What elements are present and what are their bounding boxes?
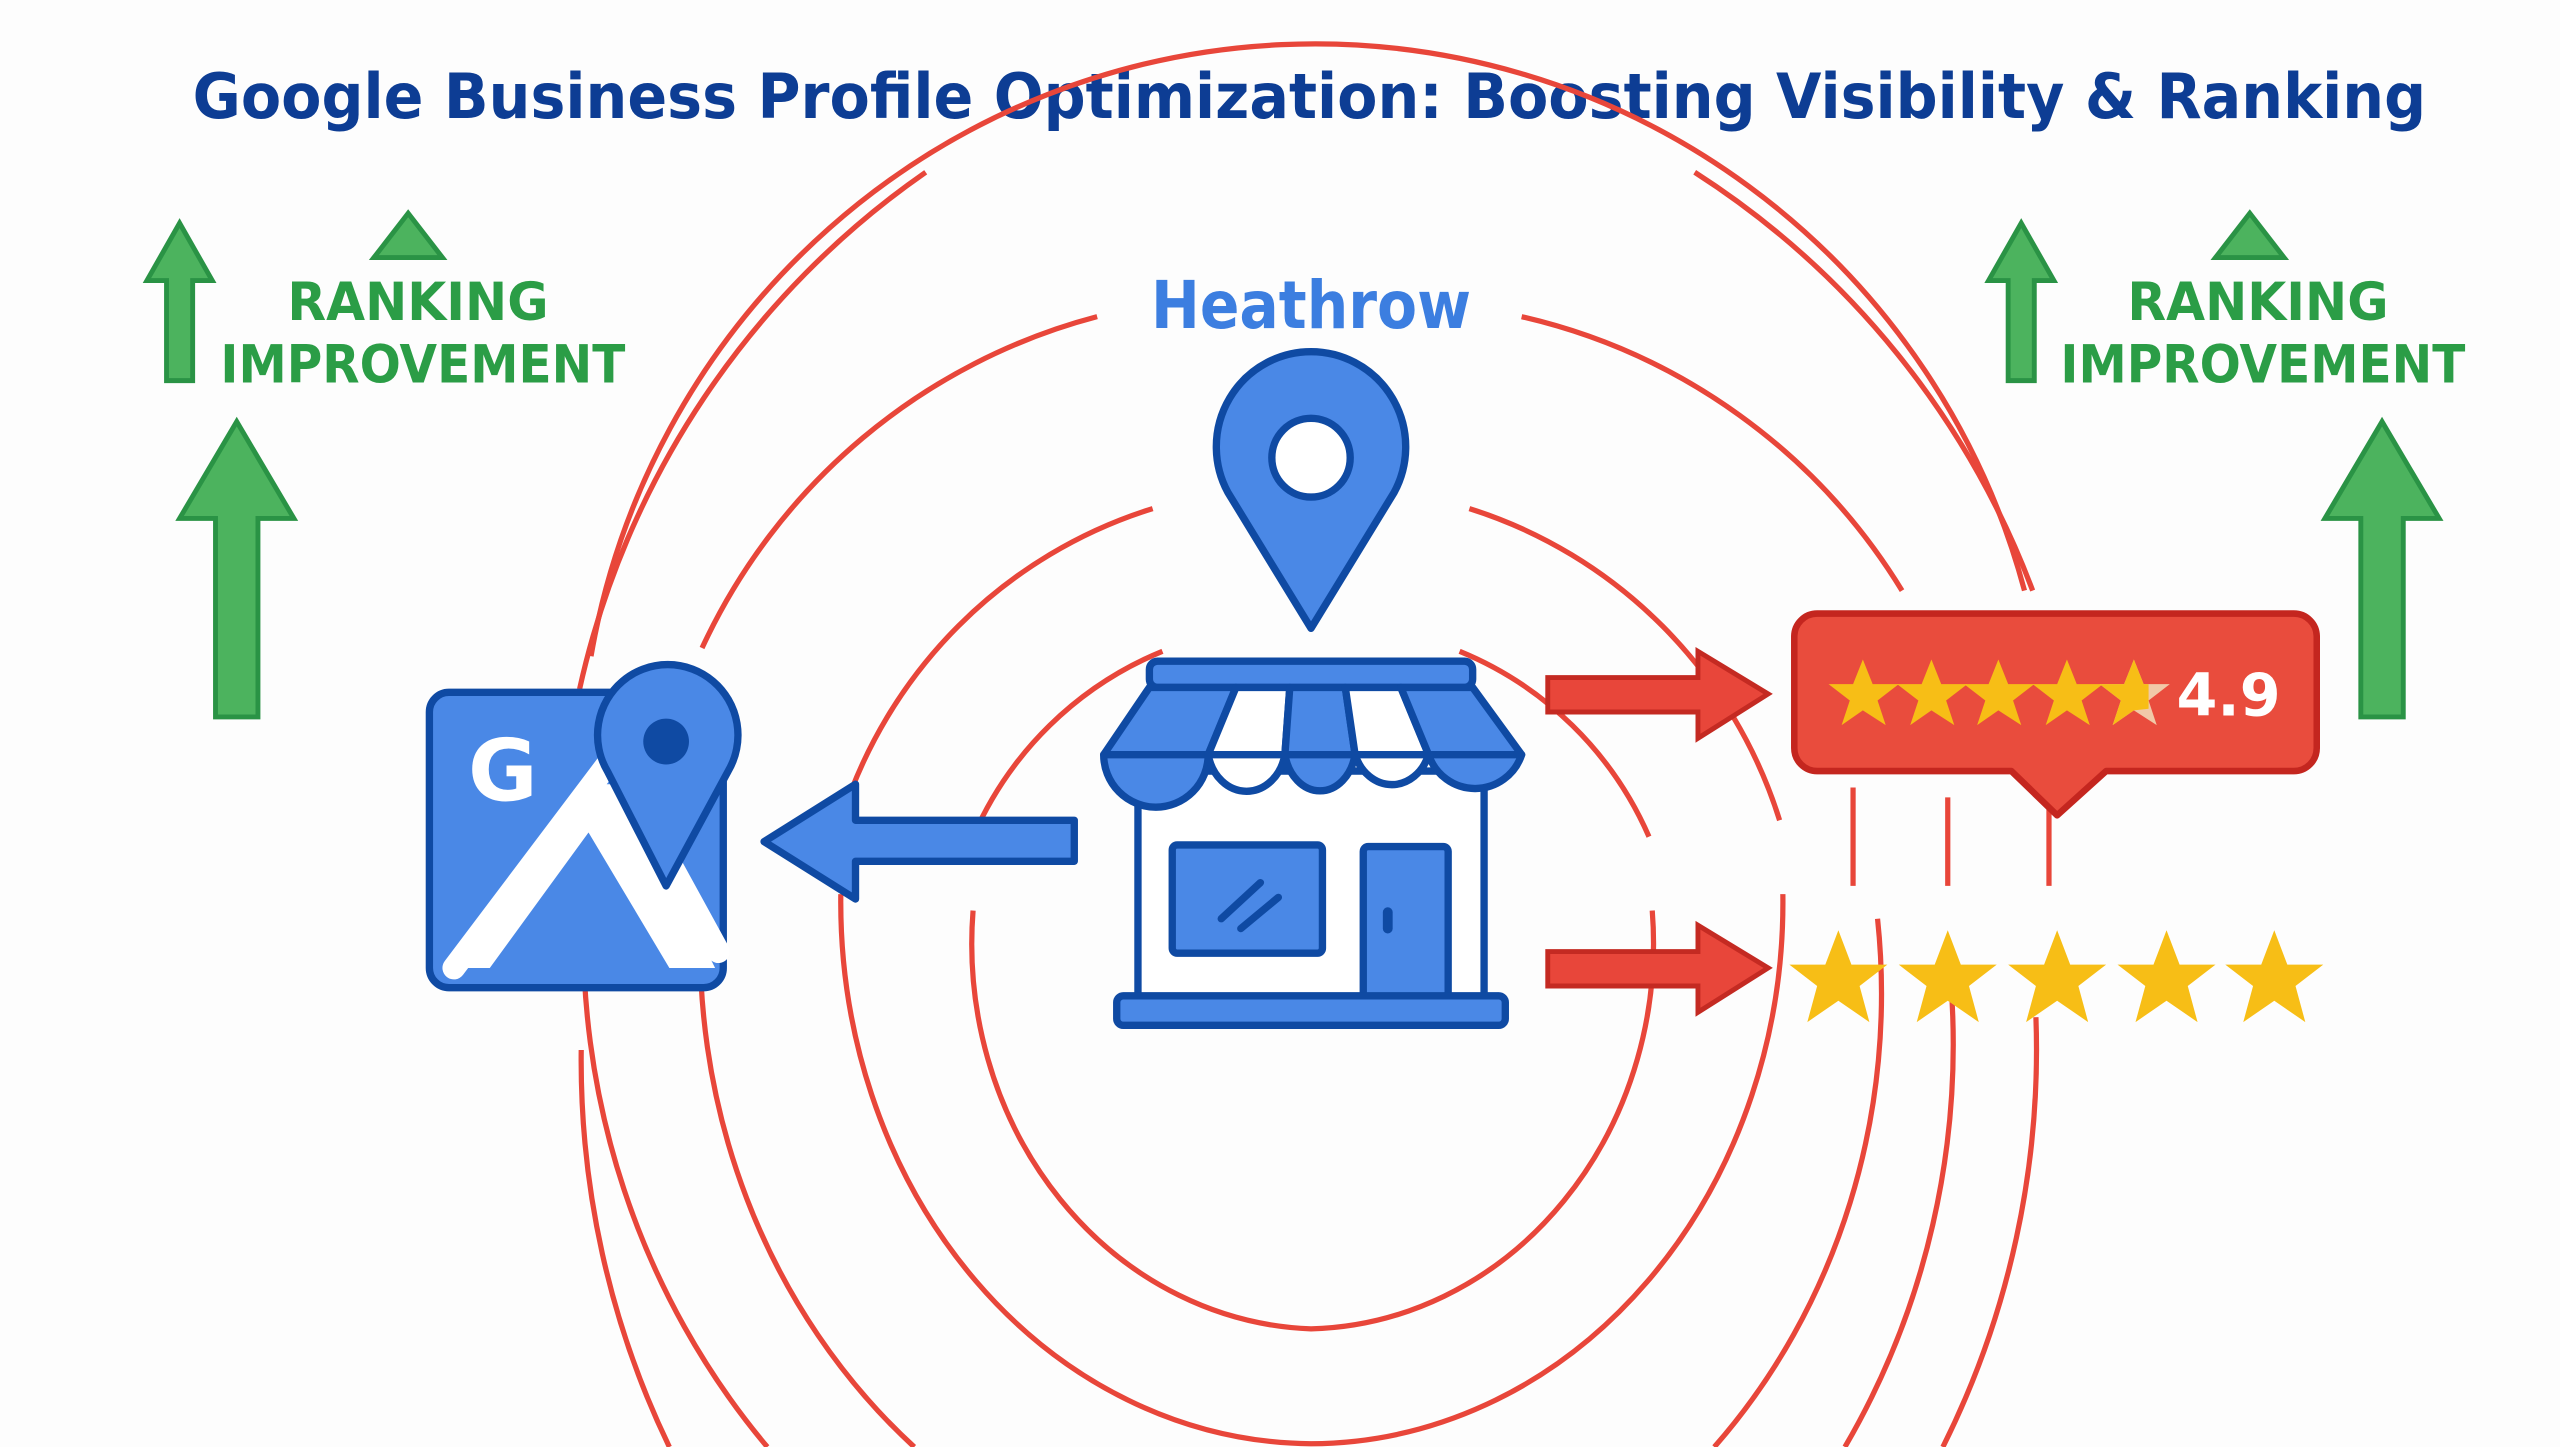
arrow-to-maps-icon — [760, 780, 1078, 903]
rating-value: 4.9 — [2177, 660, 2281, 729]
up-arrow-icon — [1984, 218, 2059, 384]
storefront-icon — [1100, 657, 1526, 1030]
rating-stars — [1828, 659, 2170, 726]
arrow-to-rating-badge-icon — [1545, 646, 1773, 743]
ranking-improvement-right: RANKING IMPROVEMENT — [1984, 209, 2466, 720]
google-maps-icon: G — [425, 660, 742, 992]
star-icon — [2008, 930, 2107, 1023]
ranking-label-line1: RANKING — [2127, 272, 2388, 333]
star-icon — [1789, 930, 1888, 1023]
ranking-improvement-left: RANKING IMPROVEMENT — [142, 209, 626, 720]
rating-badge: 4.9 — [1791, 610, 2320, 819]
star-icon — [1828, 659, 1899, 726]
up-arrow-icon — [142, 218, 217, 384]
star-icon — [2032, 659, 2103, 726]
star-icon — [1897, 659, 1968, 726]
location-pin-icon — [1212, 348, 1410, 633]
star-icon — [2225, 930, 2324, 1023]
arrow-to-review-stars-icon — [1545, 920, 1773, 1017]
up-arrow-icon — [2210, 209, 2290, 261]
star-icon — [1898, 930, 1997, 1023]
up-arrow-icon — [175, 416, 299, 720]
star-icon — [2117, 930, 2216, 1023]
up-arrow-icon — [2320, 416, 2444, 720]
review-stars — [1789, 930, 2324, 1023]
star-icon — [1964, 659, 2035, 726]
maps-g-letter: G — [468, 722, 538, 821]
ranking-label-line2: IMPROVEMENT — [220, 334, 625, 395]
ranking-label-line1: RANKING — [287, 272, 548, 333]
ranking-label-line2: IMPROVEMENT — [2060, 334, 2465, 395]
page-title: Google Business Profile Optimization: Bo… — [193, 60, 2426, 133]
location-label: Heathrow — [1151, 268, 1471, 344]
signal-rings — [577, 41, 2052, 1447]
up-arrow-icon — [368, 209, 448, 261]
